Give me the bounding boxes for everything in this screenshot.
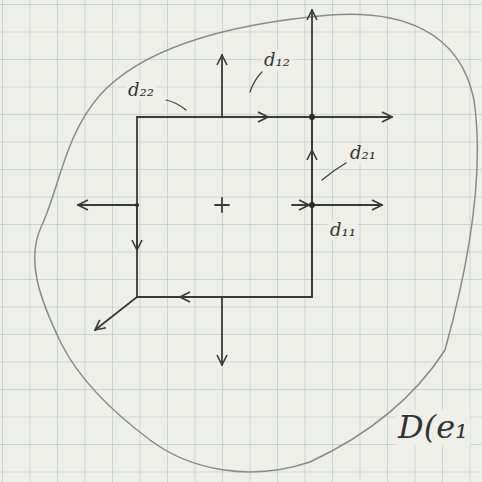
- vector-label: d₂₂: [126, 80, 156, 100]
- vector-arrow: [292, 204, 309, 206]
- center-mark: [215, 198, 229, 212]
- region-outline: [35, 14, 478, 472]
- region-name: D(e₁: [396, 410, 470, 445]
- vector-arrow: [221, 297, 223, 365]
- leader-line: [250, 72, 262, 92]
- leader-line: [322, 163, 346, 180]
- vector-label: d₁₁: [328, 220, 358, 240]
- vector-arrow: [95, 297, 137, 330]
- vector-label: d₁₂: [262, 50, 292, 70]
- vector-label: d₂₁: [348, 143, 378, 163]
- vector-arrow: [136, 205, 138, 250]
- horizontal-axis: [312, 116, 392, 118]
- vector-arrow: [221, 55, 223, 117]
- vector-arrow: [312, 204, 382, 206]
- square-cell: [137, 117, 312, 297]
- vector-arrow: [222, 116, 268, 118]
- vector-arrow: [311, 150, 313, 205]
- leader-line: [166, 100, 186, 110]
- vector-arrow: [78, 204, 137, 206]
- grid-point: [309, 114, 315, 120]
- grid-point: [309, 202, 315, 208]
- grid-point: [135, 203, 139, 207]
- vertical-axis: [311, 10, 313, 297]
- vector-arrow: [180, 296, 222, 298]
